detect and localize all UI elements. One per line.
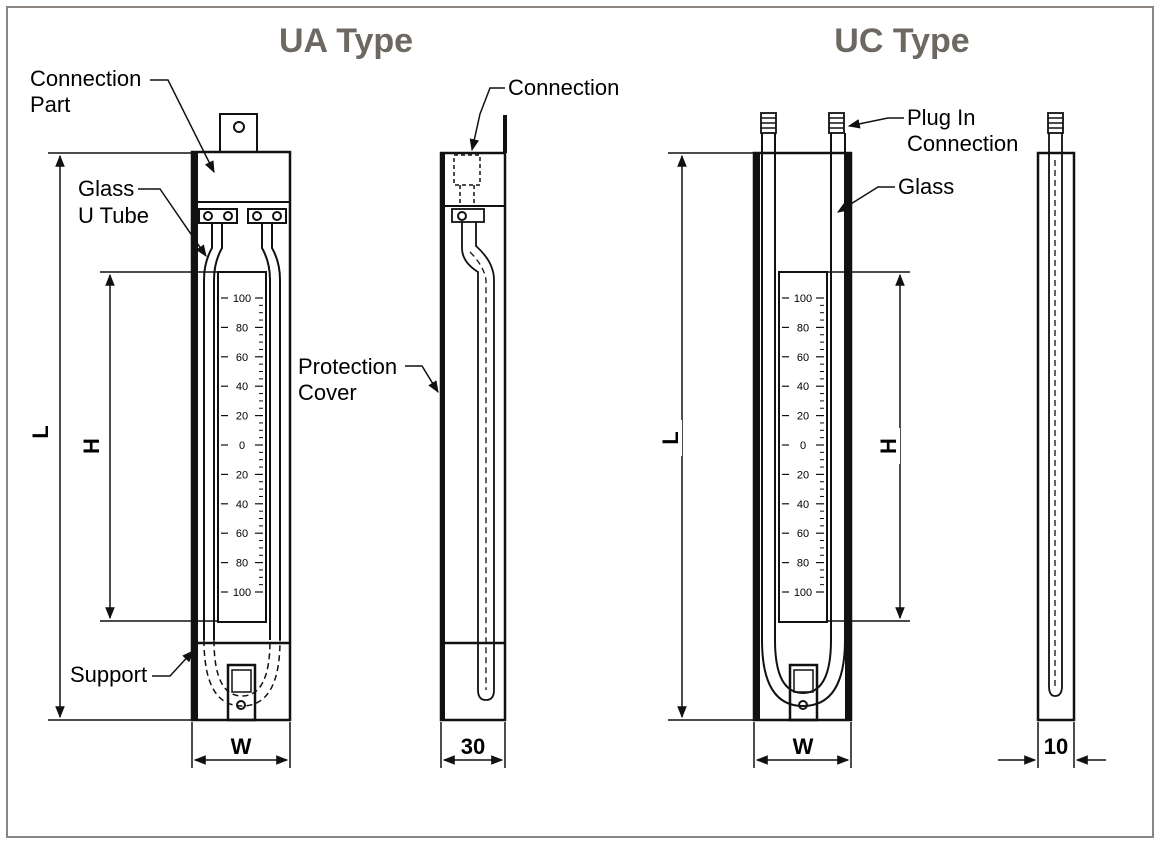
uc-width-label: W: [793, 734, 814, 759]
ua-scale-label: 60: [236, 528, 248, 540]
leader-connection-part: [150, 79, 215, 174]
ua-clamp-right: [247, 208, 287, 224]
ua-scale-label: 100: [233, 587, 251, 599]
ua-scale-label: 20: [236, 469, 248, 481]
uc-side-depth-label: 10: [1044, 734, 1068, 759]
callout-glass-u-tube-line1: Glass: [78, 176, 134, 201]
uc-scale-label: 40: [797, 381, 809, 393]
uc-scale-label: 100: [794, 587, 812, 599]
ua-scale-label: 60: [236, 352, 248, 364]
uc-side-housing: [1036, 151, 1076, 722]
leader-plug-in-connection: [847, 117, 904, 129]
uc-side-tube: [1048, 133, 1063, 697]
ua-glass-tube-right: [261, 223, 281, 640]
ua-connection-hole: [233, 121, 245, 133]
uc-scale-label: 100: [794, 293, 812, 305]
leader-support: [152, 650, 194, 677]
uc-scale-labels: 100 80 60 40 20 0 20 40 60 80 100: [794, 293, 812, 599]
ua-dimension-w: [191, 722, 291, 768]
ua-scale-label: 100: [233, 293, 251, 305]
uc-scale-plate: [778, 271, 828, 623]
ua-scale-label: 80: [236, 558, 248, 570]
callout-glass: Glass: [898, 174, 954, 199]
callout-connection-part-line1: Connection: [30, 66, 141, 91]
uc-bottom-mount: [788, 663, 819, 722]
callout-plug-in-connection-line1: Plug In: [907, 105, 976, 130]
ua-scale-label: 0: [239, 440, 245, 452]
uc-scale-label: 60: [797, 528, 809, 540]
ua-side-clamp: [451, 208, 485, 223]
callout-protection-cover-line2: Cover: [298, 380, 357, 405]
diagram-frame: [6, 6, 1154, 838]
uc-height-label: H: [876, 438, 901, 454]
uc-scale-label: 80: [797, 558, 809, 570]
ua-dimension-30: [440, 722, 506, 768]
ua-scale-label: 40: [236, 381, 248, 393]
uc-dimension-10: [998, 722, 1106, 768]
callout-protection-cover-line1: Protection: [298, 354, 397, 379]
callout-connection: Connection: [508, 75, 619, 100]
ua-clamp-left: [198, 208, 238, 224]
uc-glass-tube-outer: [761, 133, 846, 708]
uc-type-title: UC Type: [834, 22, 969, 60]
ua-bottom-mount: [226, 663, 257, 722]
ua-side-view: [439, 115, 507, 722]
uc-scale-ticks: [782, 297, 824, 593]
ua-front-view: [190, 113, 292, 722]
ua-scale-label: 80: [236, 322, 248, 334]
uc-front-view: [752, 112, 853, 722]
ua-scale-ticks: [221, 297, 263, 593]
ua-scale-labels: 100 80 60 40 20 0 20 40 60 80 100: [233, 293, 251, 599]
ua-length-label: L: [28, 425, 53, 438]
uc-scale-label: 80: [797, 322, 809, 334]
ua-housing: [190, 150, 292, 722]
ua-connection-tab: [219, 113, 258, 152]
callout-plug-in-connection-line2: Connection: [907, 131, 1018, 156]
ua-type-title: UA Type: [279, 22, 413, 60]
callout-glass-u-tube-line2: U Tube: [78, 203, 149, 228]
ua-height-label: H: [79, 438, 104, 454]
leader-glass: [836, 186, 895, 213]
uc-side-view: [1036, 112, 1076, 722]
ua-dimension-l: [48, 152, 192, 721]
ua-scale-label: 40: [236, 499, 248, 511]
uc-scale-label: 20: [797, 411, 809, 423]
uc-scale-label: 0: [800, 440, 806, 452]
ua-side-depth-label: 30: [461, 734, 485, 759]
uc-housing: [752, 151, 853, 722]
ua-width-label: W: [231, 734, 252, 759]
leader-protection-cover: [405, 365, 439, 394]
uc-length-label: L: [658, 431, 683, 444]
leader-glass-u-tube: [138, 188, 207, 257]
uc-scale-label: 20: [797, 469, 809, 481]
ua-scale-plate: [217, 271, 267, 623]
callout-support: Support: [70, 662, 147, 687]
uc-scale-label: 60: [797, 352, 809, 364]
ua-side-tube: [461, 222, 495, 701]
leader-connection: [469, 87, 505, 152]
ua-dimension-h: [100, 271, 218, 622]
ua-glass-tube-left: [203, 223, 223, 640]
ua-side-housing: [439, 151, 507, 722]
uc-dimension-w: [753, 722, 852, 768]
ua-side-connector: [453, 154, 481, 186]
ua-scale-label: 20: [236, 411, 248, 423]
uc-scale-label: 40: [797, 499, 809, 511]
uc-glass-tube-inner: [774, 133, 832, 695]
callout-connection-part-line2: Part: [30, 92, 70, 117]
